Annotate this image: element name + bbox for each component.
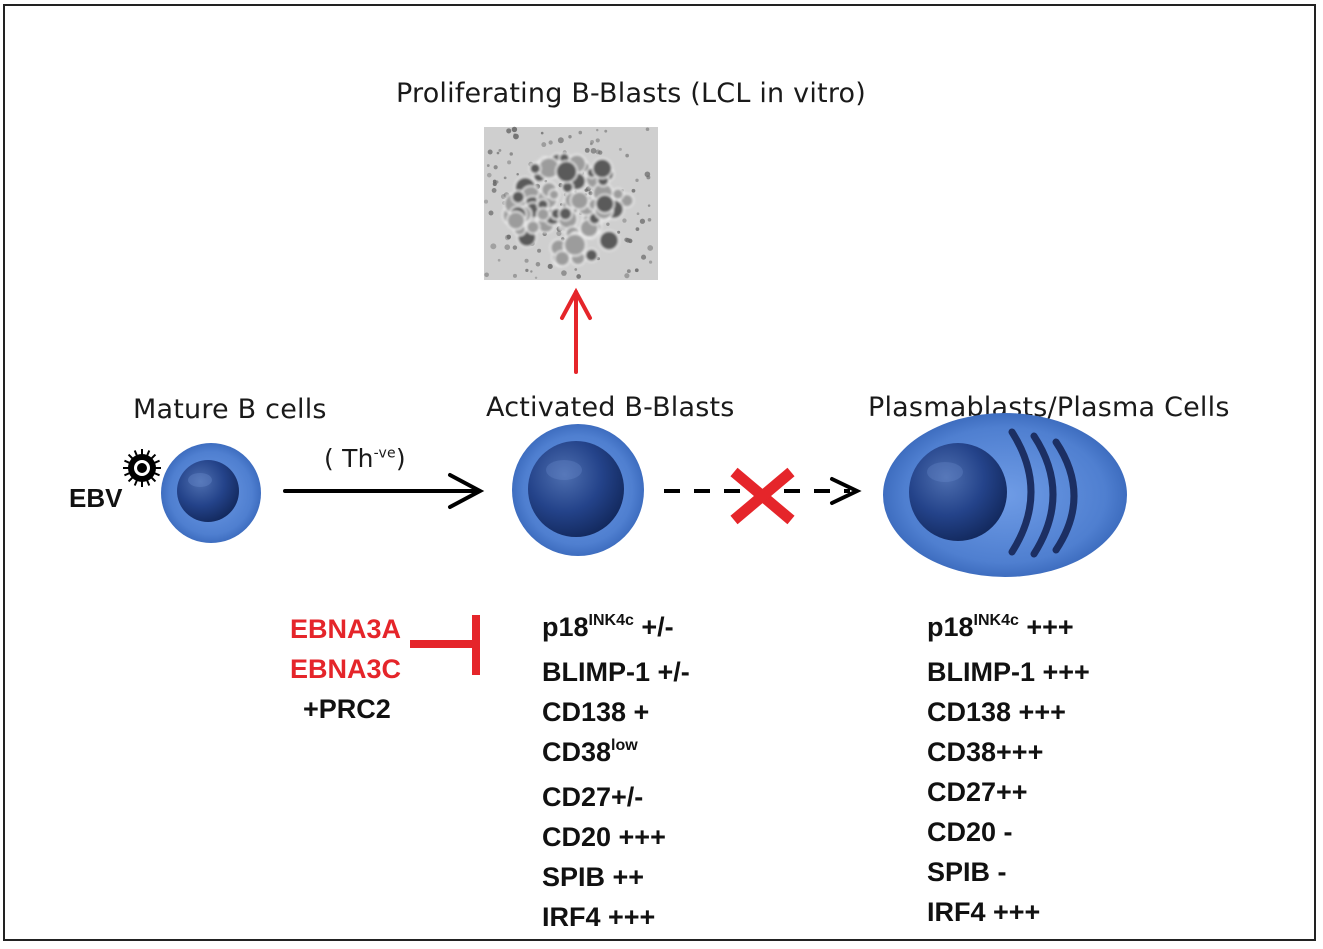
activated-marker-row: IRF4 +++ xyxy=(542,897,690,937)
plasma-marker-row: SPIB - xyxy=(927,852,1090,892)
th-suffix: ) xyxy=(395,444,406,473)
plasma-cells-label: Plasmablasts/Plasma Cells xyxy=(868,392,1230,423)
plasma-marker-row: p18INK4c +++ xyxy=(927,607,1090,652)
marker-level: + xyxy=(626,697,650,727)
marker-name: p18 xyxy=(927,612,974,642)
plasma-marker-list: p18INK4c +++BLIMP-1 +++CD138 +++CD38+++C… xyxy=(927,607,1090,932)
th-prefix: ( Th xyxy=(324,444,374,473)
marker-name: BLIMP-1 xyxy=(542,657,650,687)
plasma-marker-row: CD138 +++ xyxy=(927,692,1090,732)
plasma-cell xyxy=(883,413,1127,577)
plasma-marker-row: CD38+++ xyxy=(927,732,1090,772)
marker-superscript: INK4c xyxy=(973,612,1019,629)
marker-level: - xyxy=(996,817,1013,847)
prc2-label: +PRC2 xyxy=(303,694,391,724)
marker-level: +++ xyxy=(1011,697,1066,727)
marker-level: +/- xyxy=(633,612,674,642)
block-x-icon xyxy=(730,467,795,525)
marker-level: +/- xyxy=(650,657,690,687)
marker-name: CD38 xyxy=(542,737,612,767)
ebv-label: EBV xyxy=(69,483,123,513)
marker-name: SPIB xyxy=(542,862,606,892)
lcl-title: Proliferating B-Blasts (LCL in vitro) xyxy=(396,78,866,109)
activation-arrow xyxy=(283,473,485,509)
marker-level: +++ xyxy=(611,822,666,852)
marker-name: p18 xyxy=(542,612,589,642)
activated-marker-row: SPIB ++ xyxy=(542,857,690,897)
marker-name: CD20 xyxy=(927,817,997,847)
th-superscript: -ve xyxy=(373,445,396,462)
ebv-virion-icon xyxy=(123,449,161,487)
activated-marker-row: CD20 +++ xyxy=(542,817,690,857)
marker-name: CD38 xyxy=(927,737,997,767)
plasma-marker-row: CD27++ xyxy=(927,772,1090,812)
marker-level: +/- xyxy=(611,782,644,812)
marker-name: CD20 xyxy=(542,822,612,852)
marker-level: +++ xyxy=(1018,612,1074,642)
proliferation-arrow xyxy=(560,287,592,374)
marker-name: IRF4 xyxy=(542,902,601,932)
mature-b-cells-label: Mature B cells xyxy=(133,394,327,425)
marker-name: CD138 xyxy=(542,697,627,727)
activated-marker-row: BLIMP-1 +/- xyxy=(542,652,690,692)
activated-marker-row: CD27+/- xyxy=(542,777,690,817)
marker-name: CD27 xyxy=(927,777,997,807)
activated-marker-row: p18INK4c +/- xyxy=(542,607,690,652)
activated-b-blast-cell xyxy=(512,424,644,556)
marker-level: +++ xyxy=(600,902,656,932)
marker-name: BLIMP-1 xyxy=(927,657,1035,687)
plasma-marker-row: CD20 - xyxy=(927,812,1090,852)
marker-level: +++ xyxy=(996,737,1044,767)
th-negative-label: ( Th-ve) xyxy=(324,444,406,473)
marker-name: SPIB xyxy=(927,857,991,887)
diagram-frame xyxy=(3,4,1316,941)
ebna3a-label: EBNA3A xyxy=(290,614,402,644)
marker-level: +++ xyxy=(1035,657,1090,687)
inhibition-symbol xyxy=(410,615,480,675)
ebna3c-label: EBNA3C xyxy=(290,654,402,684)
marker-level: - xyxy=(990,857,1007,887)
activated-marker-row: CD138 + xyxy=(542,692,690,732)
marker-name: CD138 xyxy=(927,697,1012,727)
marker-level: ++ xyxy=(605,862,645,892)
marker-level: ++ xyxy=(996,777,1028,807)
marker-name: IRF4 xyxy=(927,897,986,927)
mature-b-cell xyxy=(161,443,261,543)
activated-marker-row: CD38low xyxy=(542,732,690,777)
activated-b-blasts-label: Activated B-Blasts xyxy=(486,392,735,423)
marker-name: CD27 xyxy=(542,782,612,812)
marker-superscript: low xyxy=(611,737,638,754)
marker-superscript: INK4c xyxy=(588,612,634,629)
lcl-micrograph-image xyxy=(483,126,658,280)
marker-level: +++ xyxy=(985,897,1041,927)
plasma-marker-row: BLIMP-1 +++ xyxy=(927,652,1090,692)
plasma-marker-row: IRF4 +++ xyxy=(927,892,1090,932)
